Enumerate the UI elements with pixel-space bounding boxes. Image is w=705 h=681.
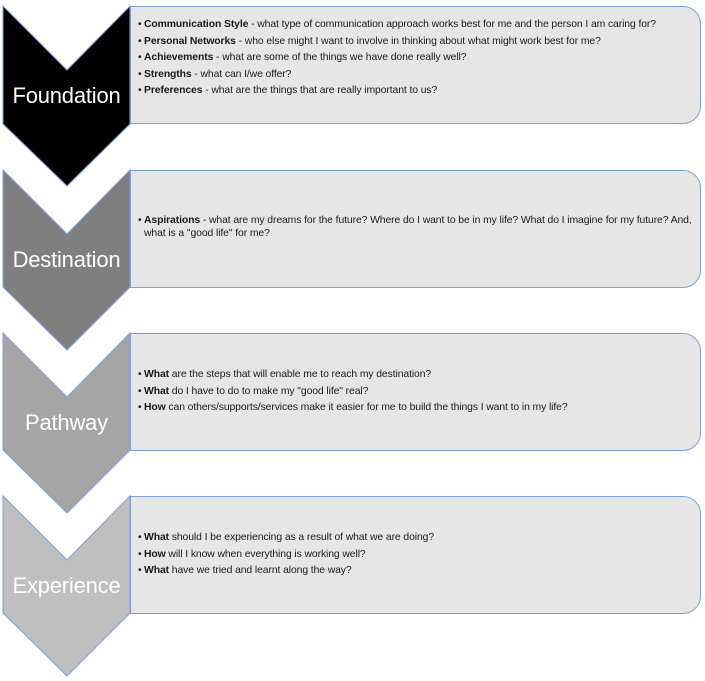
bullet-item: •How will I know when everything is work… bbox=[138, 549, 694, 562]
stage-box-foundation: •Communication Style - what type of comm… bbox=[130, 6, 701, 124]
bullet-text: do I have to do to make my "good life" r… bbox=[169, 385, 369, 397]
bullet-icon: • bbox=[138, 548, 142, 560]
bullet-term: Preferences bbox=[144, 85, 203, 96]
stage-label-destination: Destination bbox=[12, 247, 121, 272]
bullet-icon: • bbox=[138, 68, 142, 80]
bullet-icon: • bbox=[138, 52, 142, 63]
bullet-item: •Preferences - what are the things that … bbox=[138, 85, 694, 98]
bullet-term: Strengths bbox=[144, 68, 192, 80]
bullet-term: What bbox=[144, 385, 169, 397]
bullet-list-destination: •Aspirations - what are my dreams for th… bbox=[138, 215, 694, 240]
stage-box-experience: •What should I be experiencing as a resu… bbox=[130, 496, 701, 614]
bullet-text: - what are some of the things we have do… bbox=[213, 52, 467, 63]
bullet-text: can others/supports/services make it eas… bbox=[165, 402, 568, 413]
bullet-icon: • bbox=[138, 565, 142, 576]
bullet-item: •Communication Style - what type of comm… bbox=[138, 19, 694, 32]
bullet-icon: • bbox=[138, 85, 142, 96]
bullet-term: How bbox=[144, 402, 166, 413]
chevron-shape-foundation bbox=[2, 4, 131, 187]
bullet-icon: • bbox=[138, 369, 142, 380]
bullet-term: Aspirations bbox=[144, 215, 201, 226]
bullet-icon: • bbox=[138, 402, 142, 413]
stage-label-foundation: Foundation bbox=[12, 83, 121, 108]
stage-box-pathway: •What are the steps that will enable me … bbox=[130, 333, 701, 451]
bullet-item: •Personal Networks - who else might I wa… bbox=[138, 36, 694, 49]
bullet-icon: • bbox=[138, 215, 142, 226]
bullet-text: - what can I/we offer? bbox=[191, 68, 292, 80]
bullet-text: - what are the things that are really im… bbox=[202, 85, 438, 96]
bullet-term: What bbox=[144, 369, 169, 380]
bullet-term: What bbox=[144, 532, 169, 543]
bullet-term: Personal Networks bbox=[144, 35, 236, 47]
bullet-term: How bbox=[144, 548, 166, 560]
bullet-item: •What are the steps that will enable me … bbox=[138, 369, 694, 382]
bullet-term: Achievements bbox=[144, 52, 214, 63]
bullet-item: •What should I be experiencing as a resu… bbox=[138, 532, 694, 545]
bullet-item: •Strengths - what can I/we offer? bbox=[138, 69, 694, 82]
bullet-icon: • bbox=[138, 19, 142, 30]
bullet-list-experience: •What should I be experiencing as a resu… bbox=[138, 532, 694, 578]
bullet-text: have we tried and learnt along the way? bbox=[169, 565, 352, 576]
bullet-text: - what are my dreams for the future? Whe… bbox=[144, 215, 692, 239]
bullet-list-foundation: •Communication Style - what type of comm… bbox=[138, 19, 694, 98]
bullet-text: will I know when everything is working w… bbox=[165, 548, 366, 560]
bullet-item: •How can others/supports/services make i… bbox=[138, 402, 694, 415]
stage-box-destination: •Aspirations - what are my dreams for th… bbox=[130, 170, 701, 288]
bullet-icon: • bbox=[138, 532, 142, 543]
stage-label-experience: Experience bbox=[12, 573, 121, 598]
bullet-term: What bbox=[144, 565, 169, 576]
bullet-item: •What do I have to do to make my "good l… bbox=[138, 386, 694, 399]
bullet-icon: • bbox=[138, 385, 142, 397]
bullet-list-pathway: •What are the steps that will enable me … bbox=[138, 369, 694, 415]
bullet-text: are the steps that will enable me to rea… bbox=[169, 369, 432, 380]
bullet-item: •Achievements - what are some of the thi… bbox=[138, 52, 694, 65]
bullet-text: should I be experiencing as a result of … bbox=[169, 532, 435, 543]
stage-label-pathway: Pathway bbox=[25, 410, 108, 435]
bullet-item: •What have we tried and learnt along the… bbox=[138, 565, 694, 578]
bullet-text: - who else might I want to involve in th… bbox=[235, 35, 601, 47]
bullet-term: Communication Style bbox=[144, 19, 249, 30]
bullet-icon: • bbox=[138, 35, 142, 47]
bullet-text: - what type of communication approach wo… bbox=[248, 19, 656, 30]
bullet-item: •Aspirations - what are my dreams for th… bbox=[138, 215, 694, 240]
